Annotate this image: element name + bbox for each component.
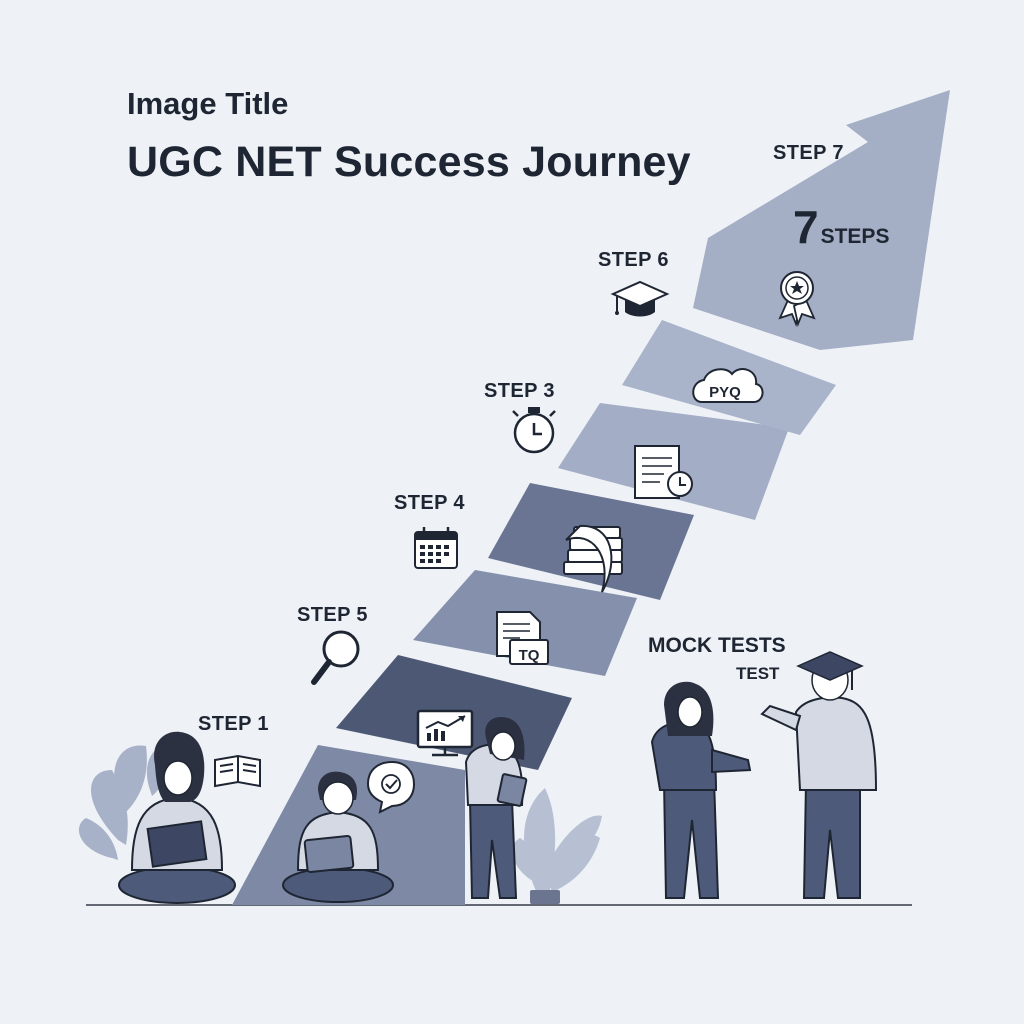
document-tq-icon bbox=[496, 611, 549, 665]
step-1-label: STEP 1 bbox=[198, 713, 269, 735]
pyq-label: PYQ bbox=[709, 384, 741, 401]
step-6-label: STEP 6 bbox=[598, 249, 669, 271]
person-standing-tablet bbox=[464, 716, 528, 899]
step-5-label: STEP 5 bbox=[297, 604, 368, 626]
open-book-icon bbox=[214, 754, 261, 788]
mock-tests-callout: MOCK TESTS bbox=[648, 634, 786, 657]
steps-count-number: 7 bbox=[793, 201, 819, 253]
cloud-pyq-icon bbox=[692, 368, 764, 403]
monitor-chart-icon bbox=[416, 709, 474, 757]
arrow-tip bbox=[693, 90, 950, 350]
steps-count-word: STEPS bbox=[820, 225, 890, 248]
person-graduate bbox=[760, 651, 878, 899]
calendar-icon bbox=[414, 527, 458, 569]
stopwatch-icon bbox=[512, 407, 556, 454]
test-callout: TEST bbox=[736, 664, 780, 683]
person-reading bbox=[118, 731, 236, 904]
books-stack-icon bbox=[563, 524, 623, 593]
step-4-label: STEP 4 bbox=[394, 492, 465, 514]
document-clock-icon bbox=[634, 445, 693, 499]
page-title: UGC NET Success Journey bbox=[127, 138, 691, 186]
person-laptop bbox=[282, 771, 394, 903]
chat-check-icon bbox=[366, 760, 416, 814]
tq-label: TQ bbox=[519, 647, 540, 664]
step-3-label: STEP 3 bbox=[484, 380, 555, 402]
image-kicker: Image Title bbox=[127, 86, 289, 121]
steps-count: 7STEPS bbox=[793, 200, 889, 254]
graduation-cap-icon bbox=[610, 280, 670, 317]
person-gesturing bbox=[650, 681, 752, 899]
plant-right bbox=[512, 788, 602, 904]
magnifier-icon bbox=[311, 630, 360, 685]
award-ribbon-icon bbox=[778, 271, 816, 328]
step-7-label: STEP 7 bbox=[773, 142, 844, 164]
